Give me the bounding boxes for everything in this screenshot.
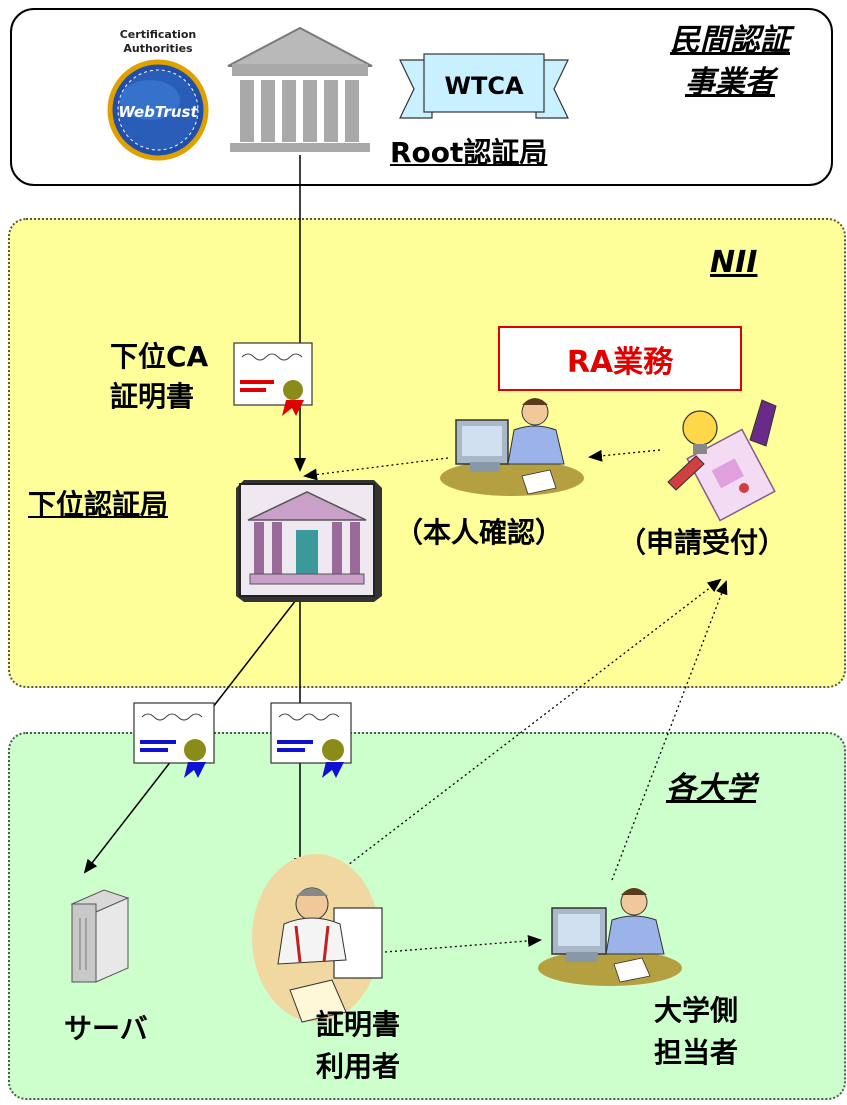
user-to-staff-dotted — [384, 934, 542, 953]
root-ca-label: Root認証局 — [390, 136, 548, 169]
certificate-user-icon — [252, 854, 383, 1023]
staff-line1: 大学側 — [654, 994, 739, 1027]
cert-user-line1: 証明書 — [316, 1008, 401, 1041]
identity-check-operator-icon — [440, 398, 584, 496]
application-receipt-label: （申請受付） — [618, 526, 787, 559]
private-ca-title-line1: 民間認証 — [670, 23, 790, 58]
ra-operations-box: RA業務 — [498, 326, 742, 391]
cert-user-line2: 利用者 — [316, 1050, 401, 1083]
user-certificate-icon — [270, 702, 352, 778]
staff-line2: 担当者 — [654, 1036, 739, 1069]
webtrust-seal-icon: WebTrust — [107, 59, 209, 161]
application-to-identity-dotted — [588, 449, 661, 462]
university-panel — [8, 732, 846, 1100]
user-to-application-dotted — [317, 578, 722, 889]
svg-text:WTCA: WTCA — [444, 72, 523, 100]
university-title: 各大学 — [666, 771, 756, 806]
sub-ca-cert-line1: 下位CA — [110, 340, 209, 373]
sub-ca-label: 下位認証局 — [28, 488, 169, 521]
wtca-banner-icon: WTCA — [399, 53, 569, 119]
server-icon — [70, 889, 130, 983]
server-label: サーバ — [64, 1012, 148, 1045]
sub-ca-certificate-icon — [233, 342, 313, 416]
staff-to-application-dotted — [611, 580, 728, 881]
nii-title: NII — [710, 245, 758, 280]
root-ca-building-icon — [227, 26, 373, 152]
identity-to-subca-dotted — [303, 457, 449, 481]
sub-ca-building-icon — [236, 480, 382, 602]
sub-ca-cert-line2: 証明書 — [110, 380, 195, 413]
webtrust-caption-1: Certification — [120, 28, 197, 41]
application-receipt-icon — [667, 399, 777, 522]
university-staff-icon — [538, 888, 682, 986]
server-certificate-icon — [133, 702, 215, 778]
identity-check-label: （本人確認） — [395, 516, 564, 549]
private-ca-title-line2: 事業者 — [685, 65, 775, 100]
svg-text:WebTrust: WebTrust — [118, 103, 198, 121]
webtrust-caption-2: Authorities — [123, 42, 193, 55]
